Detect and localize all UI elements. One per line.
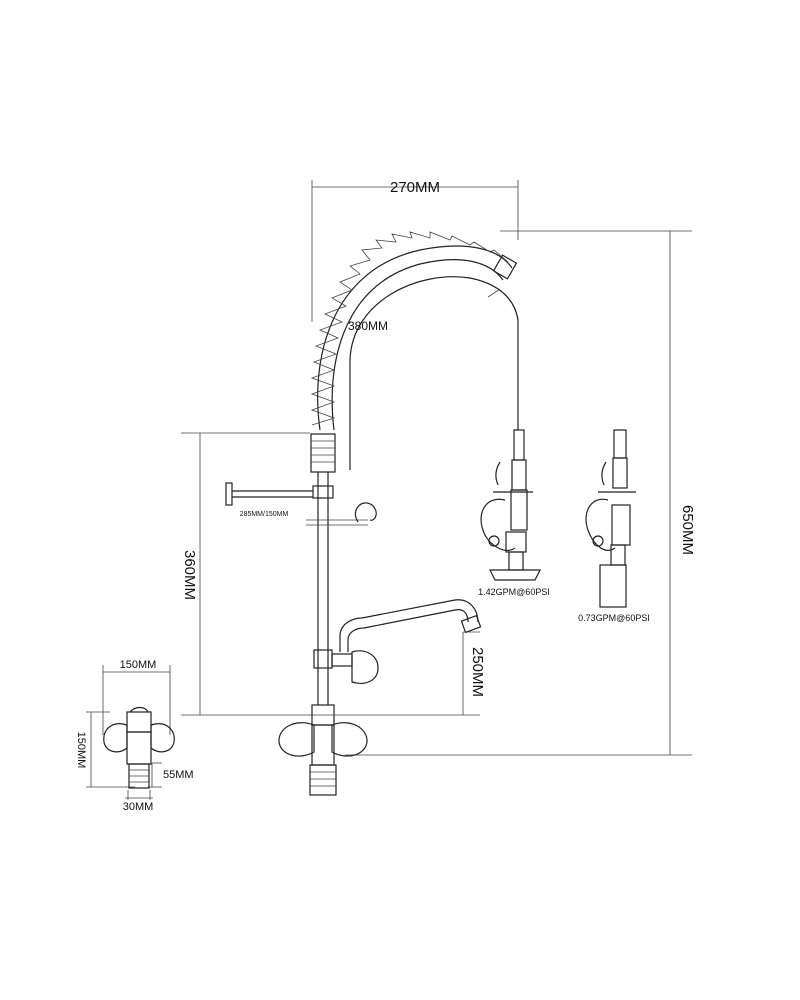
spout-height-label: 250MM xyxy=(469,647,486,697)
dimension-lines xyxy=(86,180,692,800)
base-mixer-view xyxy=(103,706,175,789)
hose-length-label: 380MM xyxy=(348,319,388,333)
base-width-label: 150MM xyxy=(120,659,157,671)
thread-diameter-label: 30MM xyxy=(123,801,154,813)
coil-spring xyxy=(310,231,519,473)
thread-length-label: 55MM xyxy=(163,769,194,781)
faucet-column xyxy=(225,472,482,796)
coil-width-label: 270MM xyxy=(390,179,440,196)
spray-valve-2 xyxy=(585,429,636,608)
column-height-label: 360MM xyxy=(181,550,198,600)
spray-valve-2-rating: 0.73GPM@60PSI xyxy=(578,613,650,623)
base-height-label: 150MM xyxy=(75,732,87,769)
total-height-label: 650MM xyxy=(679,505,696,555)
spray-valve-1 xyxy=(480,429,541,581)
arm-length-label: 285MM/150MM xyxy=(240,511,289,518)
spray-valve-1-rating: 1.42GPM@60PSI xyxy=(478,587,550,597)
